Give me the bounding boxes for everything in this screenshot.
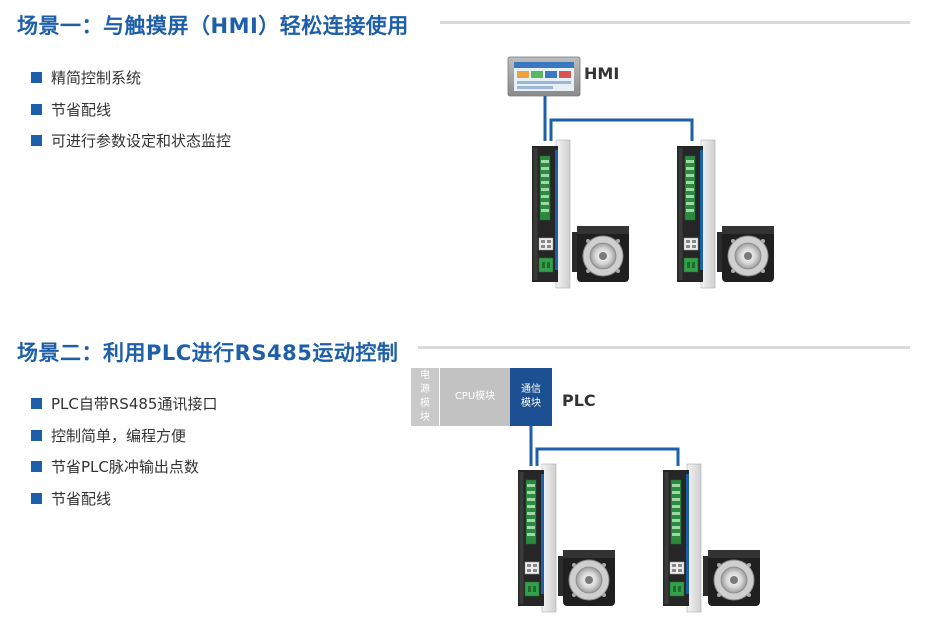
section1-rs485-cable xyxy=(543,96,694,141)
square-bullet-icon xyxy=(31,429,42,441)
section1-bullet-list: 精简控制系统 节省配线 可进行参数设定和状态监控 xyxy=(31,68,231,163)
square-bullet-icon xyxy=(31,461,42,472)
hmi-label: HMI xyxy=(584,64,620,83)
list-item: 可进行参数设定和状态监控 xyxy=(31,131,231,163)
square-bullet-icon xyxy=(31,135,42,146)
square-bullet-icon xyxy=(31,72,42,83)
list-item: 节省配线 xyxy=(31,100,231,132)
section1-divider xyxy=(440,21,910,24)
section2-rs485-cable xyxy=(529,426,680,466)
list-item: PLC自带RS485通讯接口 xyxy=(31,394,217,426)
square-bullet-icon xyxy=(31,492,42,504)
square-bullet-icon xyxy=(31,398,42,409)
plc-comm-module: 通信模块 xyxy=(510,368,552,426)
list-item: 精简控制系统 xyxy=(31,68,231,100)
list-item: 节省配线 xyxy=(31,489,217,521)
section2-drive-motor-1 xyxy=(517,463,616,613)
list-item: 控制简单，编程方便 xyxy=(31,426,217,458)
plc-power-module: 电源模块 xyxy=(411,368,439,426)
plc-cpu-module: CPU模块 xyxy=(440,368,510,426)
section1-title: 场景一：与触摸屏（HMI）轻松连接使用 xyxy=(17,14,409,38)
section2-divider xyxy=(418,346,910,349)
section1-drive-motor-2 xyxy=(676,139,775,289)
plc-label: PLC xyxy=(562,391,596,410)
section1-drive-motor-1 xyxy=(531,139,630,289)
hmi-touchscreen xyxy=(507,56,581,97)
section2-title: 场景二：利用PLC进行RS485运动控制 xyxy=(17,341,399,365)
section2-bullet-list: PLC自带RS485通讯接口 控制简单，编程方便 节省PLC脉冲输出点数 节省配… xyxy=(31,394,217,520)
square-bullet-icon xyxy=(31,103,42,115)
list-item: 节省PLC脉冲输出点数 xyxy=(31,457,217,489)
section2-drive-motor-2 xyxy=(662,463,761,613)
